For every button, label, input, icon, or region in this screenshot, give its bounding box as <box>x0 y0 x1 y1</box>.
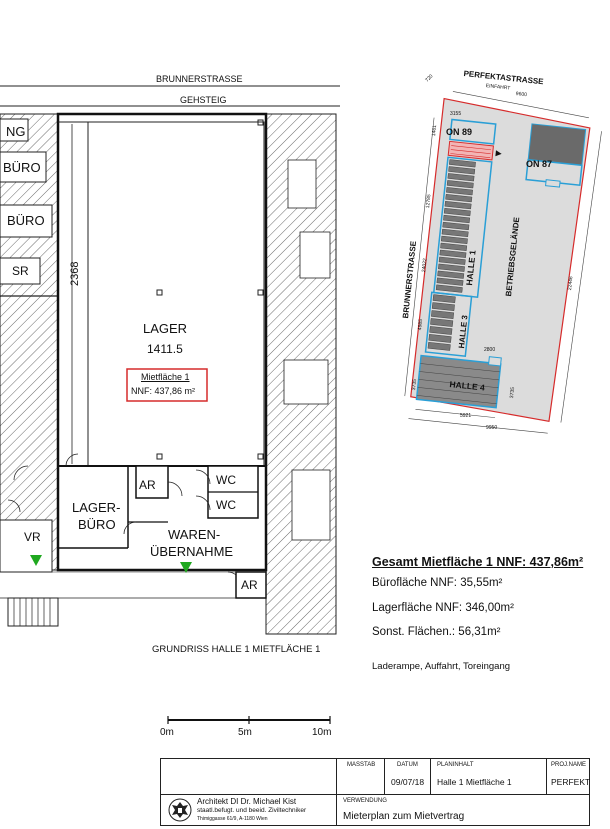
street-label-top: BRUNNERSTRASSE <box>156 74 243 84</box>
room-label-wc-2: WC <box>216 498 236 512</box>
tb-architect-sub: staatl.befugt. und beeid. Ziviltechniker <box>197 807 307 814</box>
tb-projname-label: PROJ.NAME <box>551 762 587 768</box>
room-label-buero-1: BÜRO <box>3 160 41 175</box>
entrance-marker <box>30 555 42 566</box>
room-label-ar-1: AR <box>139 478 156 492</box>
tb-datum-label: DATUM <box>397 762 418 768</box>
room-sr <box>0 257 41 285</box>
room-label-vr: VR <box>24 530 41 544</box>
scale-5m: 5m <box>238 727 252 738</box>
tb-verwendung-label: VERWENDUNG <box>343 798 387 804</box>
room-buero-2 <box>0 204 53 238</box>
site-dim-2800: 2800 <box>484 347 496 353</box>
lager-area: 1411.5 <box>147 342 183 356</box>
summary-buero: Bürofläche NNF: 35,55m² <box>372 577 503 589</box>
title-block: MASSTAB DATUM 09/07/18 PLANINHALT Halle … <box>160 758 590 826</box>
scale-10m: 10m <box>312 727 332 738</box>
tb-masstab-cell: MASSTAB <box>337 759 385 795</box>
tb-datum-cell: DATUM 09/07/18 <box>385 759 431 795</box>
room-label-ng: NG <box>6 124 26 139</box>
tb-planinhalt-cell: PLANINHALT Halle 1 Mietfläche 1 <box>431 759 547 795</box>
site-label-on87: ON 87 <box>526 159 553 169</box>
tb-projname-cell: PROJ.NAME PERFEKT <box>547 759 591 795</box>
room-label-waren-2: ÜBERNAHME <box>150 544 234 559</box>
room-label-buero-2: BÜRO <box>7 213 45 228</box>
site-dim-9600: 9600 <box>515 91 528 99</box>
tb-verwendung-cell: VERWENDUNG Mieterplan zum Mietvertrag <box>337 795 589 825</box>
tb-planinhalt-label: PLANINHALT <box>437 762 474 768</box>
summary-note: Laderampe, Auffahrt, Toreingang <box>372 661 511 672</box>
summary-sonst: Sonst. Flächen.: 56,31m² <box>372 626 501 638</box>
site-dim-3155: 3155 <box>450 111 462 117</box>
floor-plan-caption: GRUNDRISS HALLE 1 MIETFLÄCHE 1 <box>152 644 321 655</box>
room-label-wc-1: WC <box>216 473 236 487</box>
site-dim-5921: 5921 <box>460 413 472 419</box>
room-buero-1 <box>0 151 47 183</box>
sidewalk-label: GEHSTEIG <box>180 95 227 105</box>
room-label-sr: SR <box>12 264 29 278</box>
tb-projname: PERFEKT <box>551 777 591 787</box>
summary-title: Gesamt Mietfläche 1 NNF: 437,86m² <box>372 555 584 569</box>
room-label-lagerbuero-1: LAGER- <box>72 500 121 515</box>
dimension-vertical: 2368 <box>69 261 81 286</box>
entrance-marker <box>180 562 192 573</box>
tb-architect-cell: Architekt DI Dr. Michael Kist staatl.bef… <box>161 795 337 825</box>
room-label-lagerbuero-2: BÜRO <box>78 517 116 532</box>
scale-0m: 0m <box>160 727 174 738</box>
room-label-ar-2: AR <box>241 578 258 592</box>
mietflaeche-nnf: NNF: 437,86 m² <box>131 386 196 396</box>
tb-verwendung: Mieterplan zum Mietvertrag <box>343 811 465 822</box>
summary-lager: Lagerfläche NNF: 346,00m² <box>372 602 514 614</box>
room-label-waren-1: WAREN- <box>168 527 221 542</box>
tb-datum: 09/07/18 <box>391 777 425 787</box>
austrian-eagle-seal-icon <box>168 798 192 822</box>
mietflaeche-title: Mietfläche 1 <box>141 372 190 382</box>
tb-address: Thimiggasse 61/9, A-1180 Wien <box>197 816 268 822</box>
tb-masstab-label: MASSTAB <box>347 762 376 768</box>
room-ng <box>0 118 29 142</box>
site-label-on89: ON 89 <box>446 127 473 137</box>
site-dim-9950: 9950 <box>486 425 498 431</box>
room-label-lager: LAGER <box>143 321 188 336</box>
tb-architect: Architekt DI Dr. Michael Kist <box>197 797 297 806</box>
site-plan <box>404 91 602 434</box>
tb-planinhalt: Halle 1 Mietfläche 1 <box>437 777 512 787</box>
